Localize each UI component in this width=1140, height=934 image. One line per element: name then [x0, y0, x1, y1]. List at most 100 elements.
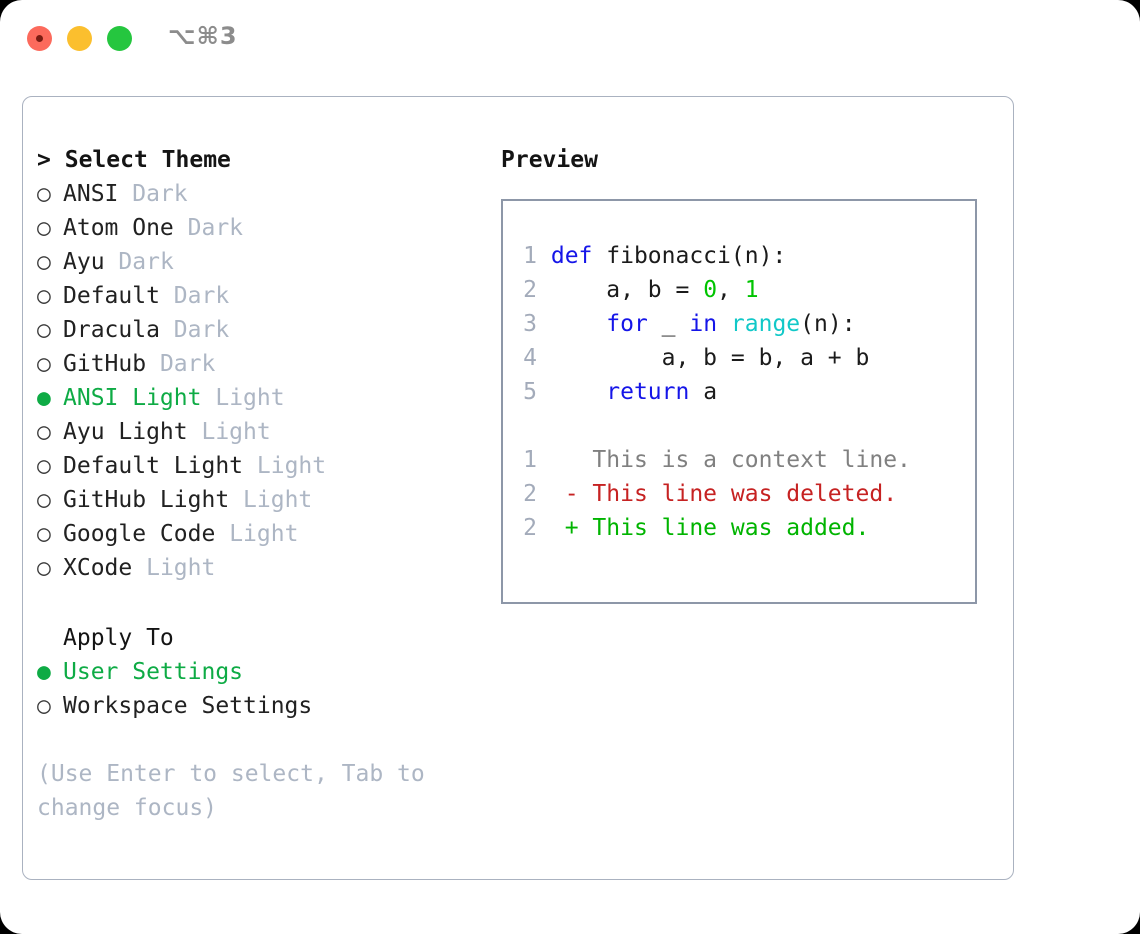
theme-option-label: Ayu [63, 249, 105, 275]
code-token-plain: a, b = [550, 277, 704, 303]
diff-sign [565, 447, 579, 473]
select-theme-heading: > Select Theme [37, 143, 487, 177]
radio-unselected-icon: ○ [37, 283, 51, 309]
theme-option-label: GitHub Light [63, 487, 230, 513]
code-line: 3 for _ in range(n): [515, 307, 911, 341]
code-token-plain [551, 379, 606, 405]
radio-selected-icon: ● [37, 659, 51, 685]
apply-to-option-workspace-settings[interactable]: ○ Workspace Settings [37, 689, 487, 723]
theme-option-label: Atom One [63, 215, 174, 241]
theme-option-tag: Light [243, 487, 313, 513]
preview-column: Preview 1 def fibonacci(n):2 a, b = 0, 1… [501, 143, 1001, 604]
code-token-kw: return [606, 379, 690, 405]
theme-option-default[interactable]: ○ Default Dark [37, 279, 487, 313]
theme-option-tag: Dark [187, 215, 244, 241]
theme-picker-panel: > Select Theme ○ANSI Dark○Atom One Dark○… [22, 96, 1014, 880]
theme-option-label: XCode [63, 555, 133, 581]
select-theme-title: Select Theme [64, 147, 231, 173]
theme-option-label: GitHub [63, 351, 147, 377]
code-line-number: 3 [523, 311, 537, 337]
keyboard-shortcut-label: ⌥⌘3 [168, 22, 238, 50]
code-token-kw: for [606, 311, 648, 337]
code-line: 1 def fibonacci(n): [515, 239, 911, 273]
theme-option-ayu[interactable]: ○ Ayu Dark [37, 245, 487, 279]
diff-line-number: 2 [523, 481, 537, 507]
code-line-number: 1 [523, 243, 537, 269]
apply-to-option-user-settings[interactable]: ●User Settings [37, 655, 487, 689]
theme-option-tag: Dark [132, 181, 188, 207]
theme-option-tag: Light [229, 521, 299, 547]
theme-option-label: Default Light [63, 453, 244, 479]
apply-to-heading: Apply To [63, 625, 174, 651]
radio-unselected-icon: ○ [37, 521, 51, 547]
theme-option-ansi-light[interactable]: ● ANSI Light Light [37, 381, 487, 415]
code-token-kw: def [550, 243, 607, 269]
radio-unselected-icon: ○ [37, 351, 51, 377]
diff-text: This is a context line. [578, 447, 911, 473]
code-token-plain: (n): [800, 311, 856, 337]
diff-line-del: 2 - This line was deleted. [515, 477, 911, 511]
radio-selected-icon: ● [37, 385, 51, 411]
theme-option-label: Default [63, 283, 160, 309]
theme-option-default-light[interactable]: ○Default Light Light [37, 449, 487, 483]
theme-option-tag: Light [215, 385, 285, 411]
theme-option-dracula[interactable]: ○Dracula Dark [37, 313, 487, 347]
diff-sign: + [564, 515, 579, 541]
code-token-num: 1 [744, 277, 759, 303]
theme-option-tag: Dark [159, 351, 216, 377]
apply-to-option-list: ●User Settings ○ Workspace Settings [37, 655, 487, 723]
code-token-fn: range [730, 311, 801, 337]
code-token-kw: in [689, 311, 718, 337]
diff-line-number: 1 [523, 447, 537, 473]
theme-option-google-code[interactable]: ○ Google Code Light [37, 517, 487, 551]
preview-heading: Preview [501, 147, 598, 173]
theme-option-tag: Dark [173, 317, 230, 343]
close-icon [36, 35, 43, 42]
theme-option-xcode[interactable]: ○ XCode Light [37, 551, 487, 585]
code-line-number: 2 [523, 277, 537, 303]
diff-line-ctx: 1 This is a context line. [515, 443, 911, 477]
minimize-button[interactable] [67, 26, 92, 51]
caret-icon: > [37, 147, 51, 173]
apply-to-option-label: Workspace Settings [63, 693, 313, 719]
theme-option-tag: Light [256, 453, 327, 479]
theme-option-tag: Light [146, 555, 216, 581]
diff-sign: - [564, 481, 579, 507]
code-token-plain: fibonacci(n): [606, 243, 787, 269]
theme-option-tag: Dark [118, 249, 174, 275]
theme-option-github[interactable]: ○ GitHub Dark [37, 347, 487, 381]
code-token-plain [551, 311, 606, 337]
code-token-plain [717, 311, 731, 337]
theme-option-tag: Light [201, 419, 271, 445]
theme-option-ansi[interactable]: ○ANSI Dark [37, 177, 487, 211]
close-button[interactable] [27, 26, 52, 51]
code-line-number: 4 [523, 345, 537, 371]
diff-line-number: 2 [523, 515, 537, 541]
code-token-plain: a [689, 379, 718, 405]
theme-option-label: ANSI [63, 181, 119, 207]
theme-option-atom-one[interactable]: ○ Atom One Dark [37, 211, 487, 245]
theme-option-github-light[interactable]: ○GitHub Light Light [37, 483, 487, 517]
title-bar: ⌥⌘3 [0, 0, 1140, 78]
theme-option-ayu-light[interactable]: ○Ayu Light Light [37, 415, 487, 449]
code-token-num: 0 [703, 277, 718, 303]
code-line: 4 a, b = b, a + b [515, 341, 911, 375]
code-line: 5 return a [515, 375, 911, 409]
theme-option-tag: Dark [173, 283, 230, 309]
diff-text: This line was added. [578, 515, 870, 541]
maximize-button[interactable] [107, 26, 132, 51]
radio-unselected-icon: ○ [37, 249, 51, 275]
code-line-number: 5 [523, 379, 537, 405]
theme-option-label: ANSI Light [63, 385, 202, 411]
theme-option-label: Google Code [63, 521, 216, 547]
code-line: 2 a, b = 0, 1 [515, 273, 911, 307]
radio-unselected-icon: ○ [37, 693, 51, 719]
theme-option-label: Ayu Light [63, 419, 188, 445]
select-theme-heading-label [51, 147, 65, 173]
code-token-plain: _ [647, 311, 690, 337]
radio-unselected-icon: ○ [37, 215, 51, 241]
radio-unselected-icon: ○ [37, 555, 51, 581]
